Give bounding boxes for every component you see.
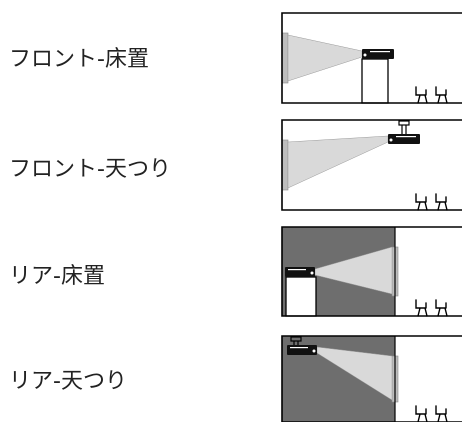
projector-lens — [312, 349, 316, 353]
label-rear-ceiling: リア-天つり — [9, 369, 127, 394]
projector-detail — [288, 269, 306, 271]
audience-chair-icon — [415, 405, 428, 422]
audience-chair-icon — [435, 405, 448, 422]
projector-icon — [285, 267, 315, 277]
screen — [281, 32, 289, 84]
panel-front-floor — [281, 12, 462, 104]
projector-stand — [361, 58, 389, 104]
ceiling-mount-plate — [398, 120, 410, 126]
room-outline — [281, 119, 462, 211]
room-outline — [281, 226, 462, 317]
projector-body — [362, 49, 394, 59]
projector-detail — [396, 136, 416, 138]
projector-stand — [285, 276, 317, 317]
projector-icon — [287, 345, 317, 355]
projector-body — [287, 345, 317, 355]
audience-chair-icon — [435, 86, 448, 104]
panel-rear-floor — [281, 226, 462, 317]
audience-chair-icon — [415, 193, 428, 211]
projector-body — [388, 134, 420, 144]
panel-front-ceiling — [281, 119, 462, 211]
projector-detail — [370, 51, 390, 53]
projector-icon — [362, 49, 394, 59]
label-front-floor: フロント-床置 — [9, 47, 149, 72]
audience-chair-icon — [415, 86, 428, 104]
audience-room — [395, 227, 462, 316]
room-outline — [281, 12, 462, 104]
projector-icon — [388, 134, 420, 144]
label-front-ceiling: フロント-天つり — [9, 157, 171, 182]
projector-body — [285, 267, 315, 277]
audience-room — [395, 336, 462, 422]
room-outline — [281, 335, 462, 422]
screen — [281, 139, 289, 191]
ceiling-mount-plate — [290, 336, 302, 342]
label-rear-floor: リア-床置 — [9, 264, 105, 289]
projector-lens — [363, 53, 367, 57]
audience-chair-icon — [435, 193, 448, 211]
audience-chair-icon — [435, 299, 448, 317]
audience-chair-icon — [415, 299, 428, 317]
projector-lens — [310, 271, 314, 275]
panel-rear-ceiling — [281, 335, 462, 422]
projector-detail — [290, 347, 308, 349]
projector-lens — [389, 138, 393, 142]
